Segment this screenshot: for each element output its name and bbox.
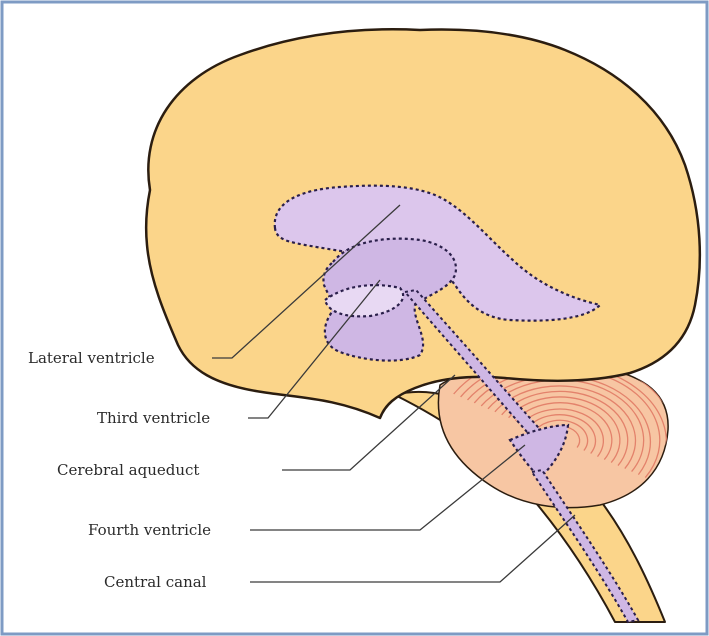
label-third-ventricle: Third ventricle (97, 409, 210, 427)
label-lateral-ventricle: Lateral ventricle (28, 349, 155, 367)
label-central-canal: Central canal (104, 573, 207, 591)
label-cerebral-aqueduct: Cerebral aqueduct (57, 461, 199, 479)
label-fourth-ventricle: Fourth ventricle (88, 521, 211, 539)
